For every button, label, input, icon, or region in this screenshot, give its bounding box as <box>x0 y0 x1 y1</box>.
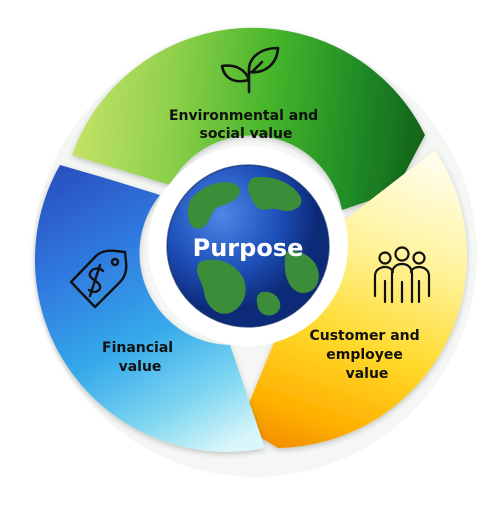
segment-customer-shape <box>240 150 467 448</box>
segment-customer-label-line: value <box>346 366 389 382</box>
segment-financial-label-line: Financial <box>102 340 173 356</box>
segment-environmental-shape <box>72 27 425 211</box>
segment-customer-label-line: Customer and <box>309 328 419 344</box>
segment-environmental-label-line: social value <box>199 126 292 142</box>
segment-financial-shape <box>34 165 266 452</box>
segment-financial-label: Financial value <box>102 340 178 375</box>
segment-customer-label-line: employee <box>326 347 403 363</box>
price-tag-dollar-icon <box>69 249 128 309</box>
segment-customer-label: Customer and employee value <box>309 328 424 382</box>
plant-sprout-icon <box>220 46 280 94</box>
segment-financial-label-line: value <box>119 359 162 375</box>
globe-icon <box>166 164 330 328</box>
segment-environmental-label: Environmental and social value <box>169 108 323 142</box>
people-group-icon <box>373 246 431 304</box>
center-purpose-label: Purpose <box>193 234 304 262</box>
segment-environmental-label-line: Environmental and <box>169 108 318 124</box>
